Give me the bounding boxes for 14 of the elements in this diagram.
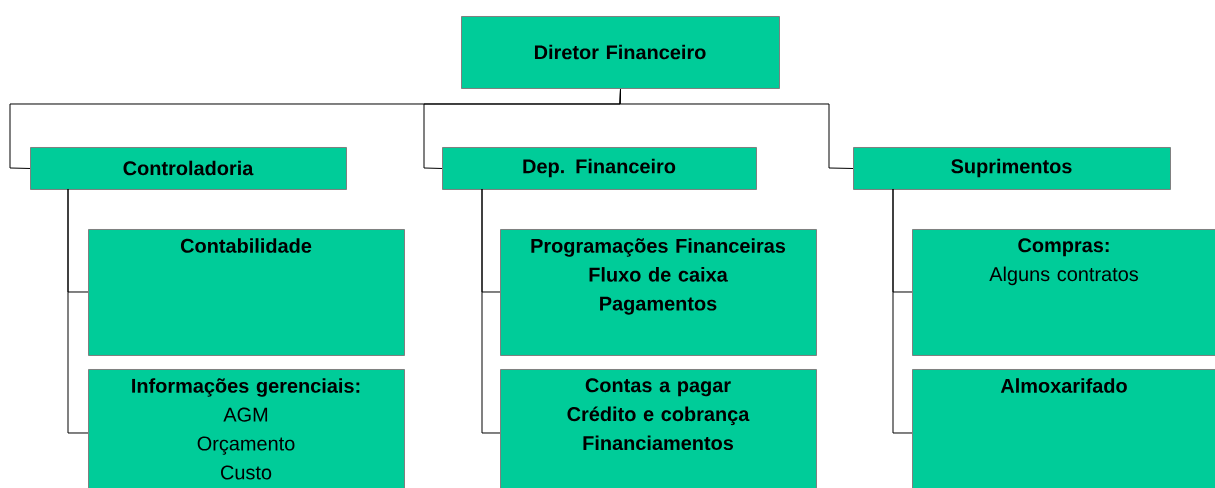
org-box: Almoxarifado [912,369,1215,488]
org-box: Suprimentos [853,147,1171,190]
org-box: Diretor Financeiro [461,16,780,89]
connector-line [67,188,89,434]
connector-line [619,88,854,169]
org-box: Informações gerenciais: AGM Orçamento Custo [88,369,405,488]
org-box: Controladoria [30,147,347,190]
org-box: Programações Financeiras Fluxo de caixa Pagamentos [500,229,817,356]
org-box: Contabilidade [88,229,405,356]
connector-line [481,188,501,434]
org-box: Contas a pagar Crédito e cobrança Financiamentos [500,369,817,488]
org-box: Dep. Financeiro [442,147,757,190]
connector-line [892,188,913,434]
org-box: Compras: Alguns contratos [912,229,1215,356]
